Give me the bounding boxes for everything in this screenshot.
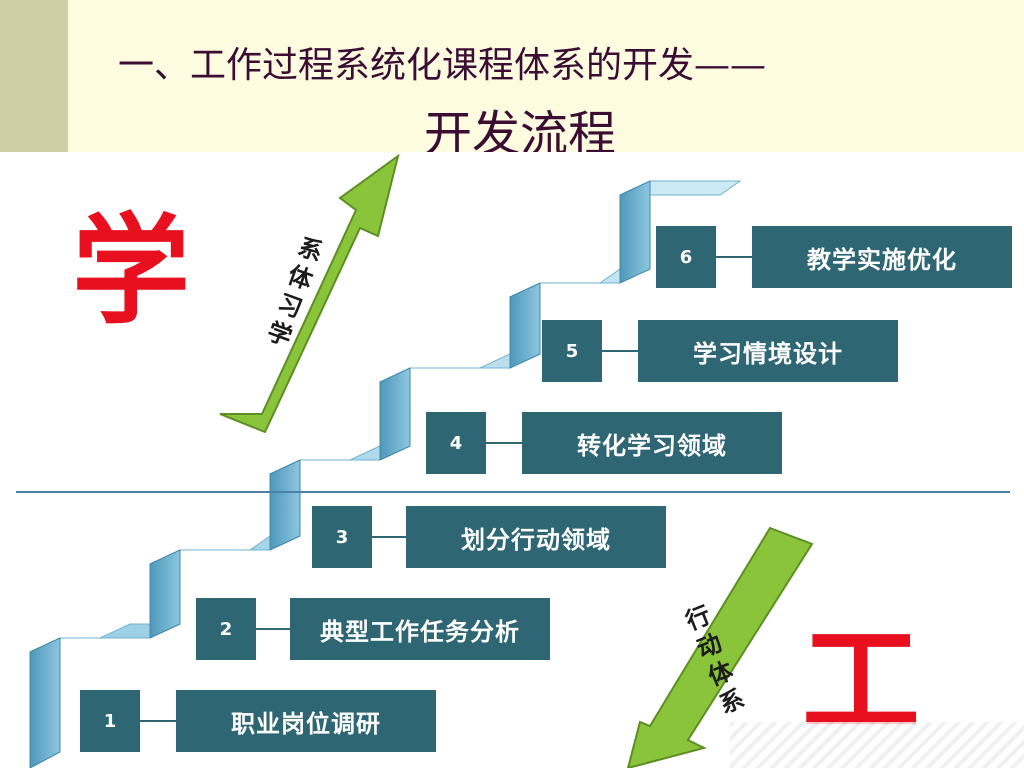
step-label-box: 典型工作任务分析 <box>290 598 550 660</box>
step-number-box: 3 <box>312 506 372 568</box>
step-label-box: 职业岗位调研 <box>176 690 436 752</box>
staircase-graphic <box>29 153 814 768</box>
staircase-face <box>29 637 61 768</box>
step-connector <box>486 442 522 444</box>
staircase-riser <box>149 549 181 639</box>
decorative-pattern <box>730 722 1024 768</box>
step-number-box: 2 <box>196 598 256 660</box>
staircase-riser <box>509 282 541 369</box>
step-number-box: 1 <box>80 690 140 752</box>
left-accent-strip <box>0 0 68 152</box>
step-number-box: 6 <box>656 226 716 288</box>
step-connector <box>256 628 290 630</box>
step-connector <box>140 720 176 722</box>
staircase-riser <box>619 180 651 284</box>
step-label-box: 转化学习领域 <box>522 412 782 474</box>
step-label-box: 学习情境设计 <box>638 320 898 382</box>
step-connector <box>716 256 752 258</box>
gong-character: 工 <box>802 612 921 750</box>
step-connector <box>372 536 406 538</box>
staircase-riser <box>379 367 411 461</box>
step-label-box: 划分行动领域 <box>406 506 666 568</box>
title-band <box>0 0 1024 152</box>
step-number-box: 5 <box>542 320 602 382</box>
down-arrow-icon <box>626 526 814 768</box>
horizontal-divider <box>16 491 1010 493</box>
page-title: 一、工作过程系统化课程体系的开发—— <box>118 45 767 86</box>
process-diagram: 学 工 系体习学 行动体系 1 职业岗位调研 2 典型工作任务分析 3 划分行动… <box>0 152 1024 768</box>
up-arrow-icon <box>219 153 400 434</box>
step-number-box: 4 <box>426 412 486 474</box>
xue-character: 学 <box>72 202 191 340</box>
staircase-riser <box>269 459 301 551</box>
step-label-box: 教学实施优化 <box>752 226 1012 288</box>
step-connector <box>602 350 638 352</box>
